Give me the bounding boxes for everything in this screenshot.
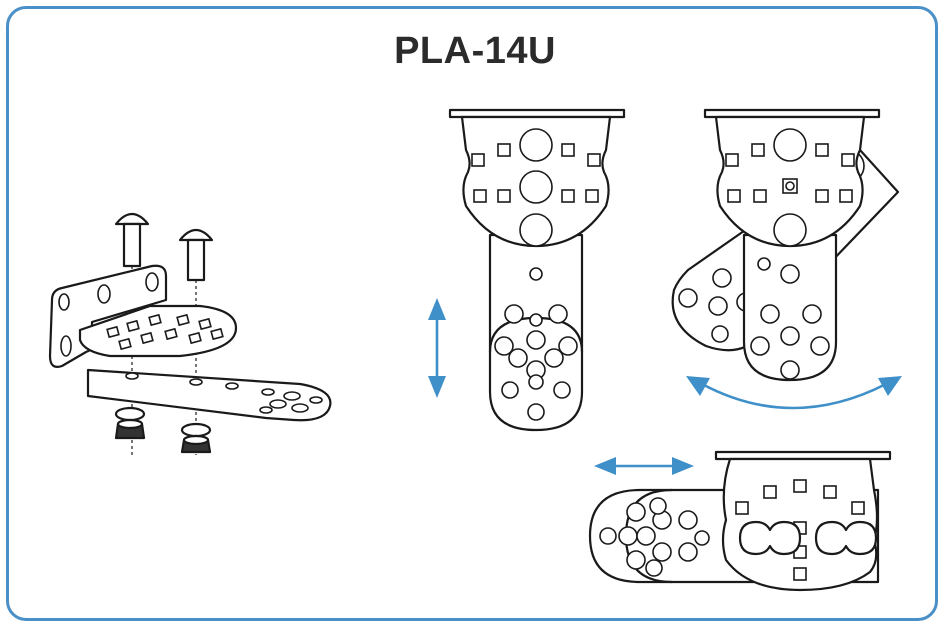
rotation-arrow: [701, 382, 887, 410]
exploded-assembly: [48, 212, 332, 455]
carriage-bolt-left: [114, 212, 150, 268]
l-bracket: [48, 264, 168, 368]
swivel-plate: [78, 304, 238, 358]
horizontal-extension-view: [588, 450, 892, 592]
washer-nut-left: [114, 406, 146, 440]
rotation-view: [671, 108, 902, 410]
carriage-bolt-right: [178, 228, 214, 282]
vertical-extension-view: [428, 108, 626, 432]
model-title: PLA-14U: [394, 30, 556, 72]
extension-bar: [86, 368, 332, 422]
washer-nut-right: [180, 422, 212, 454]
